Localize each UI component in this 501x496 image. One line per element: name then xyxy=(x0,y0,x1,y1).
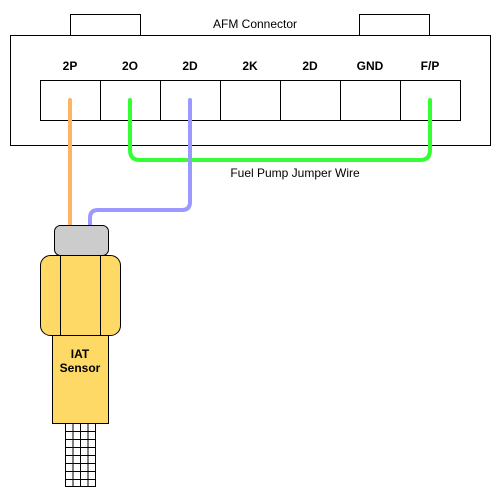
pin-label-gnd: GND xyxy=(357,59,384,73)
pin-label-2o: 2O xyxy=(122,59,138,73)
pin-cavity-2k xyxy=(220,80,281,121)
pin-label-2k: 2K xyxy=(242,59,258,73)
connector-tab-right xyxy=(359,14,430,36)
jumper-wire-label: Fuel Pump Jumper Wire xyxy=(230,166,360,180)
connector-tab-left xyxy=(70,14,141,36)
sensor-label-line2: Sensor xyxy=(60,361,101,375)
pin-cavity-gnd xyxy=(340,80,401,121)
pin-label-2p: 2P xyxy=(63,59,78,73)
sensor-shaft xyxy=(52,335,109,424)
sensor-tip-grid xyxy=(65,423,96,487)
sensor-hex-body xyxy=(40,255,121,336)
sensor-cap xyxy=(54,225,109,256)
sensor-label-line1: IAT xyxy=(71,347,90,361)
iat-sensor: IAT Sensor xyxy=(40,225,121,487)
fuel-pump-jumper-wire xyxy=(128,98,432,162)
pin-label-2d-b: 2D xyxy=(302,59,318,73)
pin-label-2d-a: 2D xyxy=(182,59,198,73)
connector-title: AFM Connector xyxy=(213,17,297,31)
pin-cavity-2d-b xyxy=(280,80,341,121)
blue-wire xyxy=(88,98,192,230)
pin-label-fp: F/P xyxy=(421,59,440,73)
